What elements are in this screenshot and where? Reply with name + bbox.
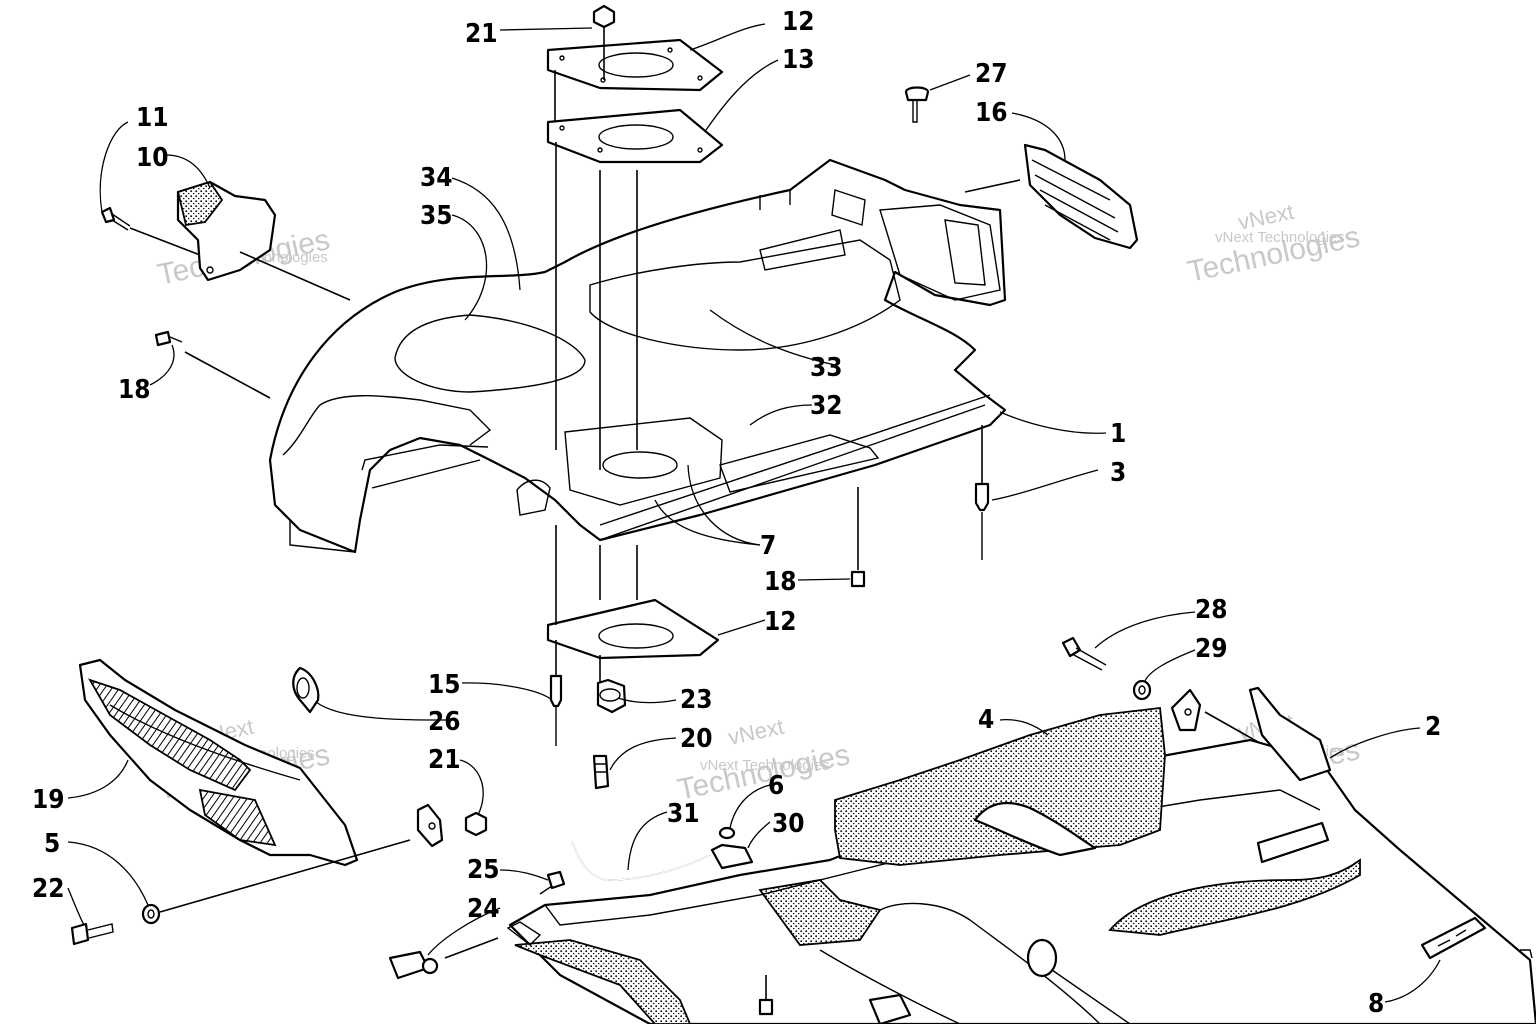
callout-16: 16: [975, 98, 1008, 128]
bolt-22: [70, 922, 114, 946]
rivet-3: [974, 482, 990, 560]
screw-27: [904, 86, 930, 123]
screw-25: [539, 870, 566, 895]
callout-32: 32: [810, 391, 843, 421]
callout-11: 11: [136, 103, 169, 133]
grommet-6: [718, 826, 736, 840]
lower-fasteners: [758, 975, 912, 1024]
mounting-plate-bottom: [546, 598, 720, 660]
svg-text:vNext: vNext: [726, 714, 786, 750]
pin-18-center: [850, 570, 866, 588]
cable-31: [571, 841, 711, 881]
callout-19: 19: [32, 785, 65, 815]
callout-10: 10: [136, 143, 169, 173]
bezel-guide-line: [159, 839, 411, 913]
vertical-guide-lines: [554, 18, 983, 685]
mounting-plate-middle: [546, 108, 724, 164]
svg-text:vNext Technologies: vNext Technologies: [700, 757, 830, 774]
callout-27: 27: [975, 59, 1008, 89]
callout-23: 23: [680, 685, 713, 715]
washer-29: [1132, 679, 1152, 701]
clamp-26: [292, 666, 320, 714]
callout-26: 26: [428, 707, 461, 737]
callout-21-left: 21: [428, 745, 461, 775]
watermark-right-top: vNext Technologies vNext Technologies: [1185, 199, 1363, 289]
callout-20: 20: [680, 724, 713, 754]
washer-5: [141, 903, 161, 925]
callout-5: 5: [44, 829, 60, 859]
bezel-19: [78, 658, 359, 867]
callout-1: 1: [1110, 419, 1126, 449]
mounting-plate-top: [546, 38, 724, 92]
pin-18-left: [154, 330, 271, 399]
bolt-20: [592, 754, 610, 790]
callout-33: 33: [810, 353, 843, 383]
callout-18-center: 18: [764, 567, 797, 597]
callout-18-left: 18: [118, 375, 151, 405]
callout-4: 4: [978, 705, 994, 735]
callout-34: 34: [420, 163, 453, 193]
clip-23: [596, 678, 627, 714]
callout-24: 24: [467, 894, 500, 924]
callout-29: 29: [1195, 634, 1228, 664]
screw-28: [1061, 636, 1107, 671]
hood-2: [506, 686, 1536, 1024]
callout-15: 15: [428, 670, 461, 700]
callout-28: 28: [1195, 595, 1228, 625]
callout-8: 8: [1368, 989, 1384, 1019]
callout-21-top: 21: [465, 19, 498, 49]
callout-22: 22: [32, 874, 65, 904]
decal-8: [1420, 916, 1533, 960]
callout-12-bottom: 12: [764, 607, 797, 637]
callout-31: 31: [667, 799, 700, 829]
callout-labels: 21 12 13 27 16 11 10 34 35 18 33 32 1 3 …: [32, 7, 1441, 1019]
horn-guide-line: [239, 251, 351, 301]
callout-13: 13: [782, 45, 815, 75]
callout-2: 2: [1425, 712, 1441, 742]
clip-24: [388, 937, 499, 980]
vent-grille-16: [964, 143, 1139, 250]
callout-7: 7: [760, 531, 776, 561]
callout-35: 35: [420, 201, 453, 231]
callout-30: 30: [772, 809, 805, 839]
callout-3: 3: [1110, 458, 1126, 488]
foam-pad-4: [834, 707, 1166, 866]
screw-11: [100, 206, 201, 256]
callout-25: 25: [467, 855, 500, 885]
callout-6: 6: [768, 771, 784, 801]
svg-text:vNext Technologies: vNext Technologies: [1215, 229, 1345, 246]
clip-30: [710, 843, 754, 870]
leader-lines: [67, 23, 1441, 1003]
horn-10: [176, 180, 277, 282]
rivet-15: [549, 674, 563, 746]
callout-12-top: 12: [782, 7, 815, 37]
clip-plate-left: [416, 803, 444, 848]
nut-21-left: [464, 811, 488, 837]
nut-21-top: [592, 4, 616, 29]
